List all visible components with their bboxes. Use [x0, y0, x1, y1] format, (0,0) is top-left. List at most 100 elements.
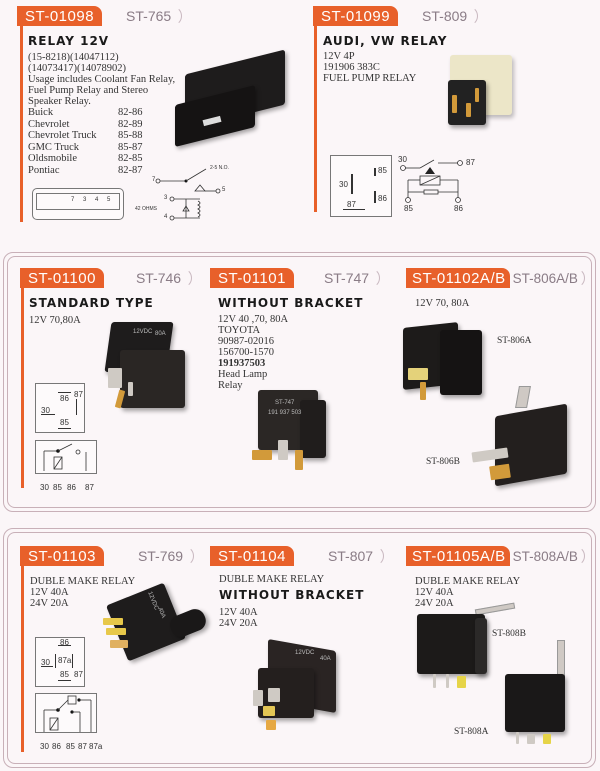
- accent-bar: [21, 566, 24, 752]
- terminal-label: 30: [398, 155, 407, 164]
- relay-pin: [446, 674, 449, 688]
- spec-line: 191906 383C: [323, 62, 380, 73]
- terminal-label: 85: [53, 483, 62, 492]
- alt-code: ST-806A/B: [510, 268, 585, 288]
- spec-line: (14073417)(14078902): [28, 63, 126, 74]
- pin-diagram: 86 87 30 85: [35, 383, 85, 433]
- alt-code: ST-769: [128, 546, 195, 566]
- spec-line: 12V 70,80A: [29, 315, 81, 326]
- relay-pin: [433, 674, 436, 688]
- spec-line: Head Lamp: [218, 369, 268, 380]
- relay-pin: [252, 450, 272, 460]
- relay-marking: 40A: [320, 656, 331, 662]
- relay-pin: [489, 463, 511, 481]
- product-panel-middle-inner: [7, 256, 592, 508]
- relay-pin: [253, 690, 263, 706]
- terminal-label: 86: [52, 742, 61, 751]
- spec-line: 12V 40A: [219, 607, 258, 618]
- relay-image-808a: [505, 674, 565, 732]
- alt-code: ST-746: [126, 268, 193, 288]
- relay-pin: [408, 368, 428, 380]
- spec-line: Relay: [218, 380, 243, 391]
- spec-line: 12V 40A: [415, 587, 454, 598]
- relay-schematic: [155, 168, 221, 221]
- relay-pin: [278, 440, 288, 460]
- relay-pin: [543, 734, 551, 744]
- product-title: WITHOUT BRACKET: [218, 296, 364, 310]
- product-panel-bottom: [3, 528, 596, 768]
- relay-pin: [128, 382, 133, 396]
- variant-label: ST-808B: [492, 629, 526, 639]
- product-code: ST-01100: [20, 268, 104, 288]
- product-tab-st-01100: ST-01100 ST-746: [20, 268, 193, 288]
- alt-code: ST-808A/B: [510, 546, 585, 566]
- relay-pin: [295, 450, 303, 470]
- relay-pin: [420, 382, 426, 400]
- spec-line: 191937503: [218, 358, 266, 369]
- alt-code: ST-807: [318, 546, 385, 566]
- relay-image-806a-side: [440, 330, 482, 395]
- relay-pin: [108, 368, 122, 388]
- relay-pin: [457, 676, 466, 688]
- terminal-label: 87: [466, 158, 475, 167]
- product-tab-st-01098: ST-01098 ST-765: [17, 6, 183, 26]
- spec-line: Usage includes Coolant Fan Relay,: [28, 74, 176, 85]
- product-code: ST-01099: [313, 6, 399, 26]
- switch-label: 2-5 N.O.: [210, 165, 229, 171]
- product-code: ST-01101: [210, 268, 294, 288]
- relay-pin: [110, 640, 128, 648]
- terminal-label: 86: [67, 483, 76, 492]
- spec-line: Speaker Relay.: [28, 96, 91, 107]
- terminal-label: 85: [66, 742, 75, 751]
- terminal-label: 7: [152, 177, 156, 183]
- relay-marking: ST-747: [275, 400, 295, 406]
- relay-marking: 191 937 503: [268, 410, 302, 416]
- variant-label: ST-806A: [497, 336, 532, 346]
- product-title: RELAY 12V: [28, 34, 110, 48]
- product-panel-bottom-inner: [7, 532, 592, 764]
- product-tab-st-01104: ST-01104 ST-807: [210, 546, 385, 566]
- product-title: AUDI, VW RELAY: [323, 34, 448, 48]
- relay-pin: [266, 720, 276, 730]
- relay-pin: [268, 688, 280, 702]
- spec-line: 12V 40 ,70, 80A: [218, 314, 289, 325]
- product-title: STANDARD TYPE: [29, 296, 154, 310]
- spec-line: 12V 70, 80A: [415, 298, 470, 309]
- terminal-label: 5: [222, 187, 226, 193]
- terminal-label: 87: [85, 483, 94, 492]
- spec-line: FUEL PUMP RELAY: [323, 73, 417, 84]
- relay-marking: 80A: [155, 331, 166, 337]
- pin-diagram: 86 30 87a 87 85: [35, 637, 85, 687]
- spec-line: Fuel Pump Relay and Stereo: [28, 85, 149, 96]
- product-code: ST-01105A/B: [406, 546, 510, 566]
- terminal-label: 86: [454, 204, 463, 213]
- terminal-label: 87a: [89, 742, 103, 751]
- spec-line: 12V 40A: [30, 587, 69, 598]
- product-tab-st-01103: ST-01103 ST-769: [20, 546, 195, 566]
- alt-code: ST-747: [314, 268, 381, 288]
- relay-pin: [263, 706, 275, 716]
- connector-diagram: 7 3 4 5: [32, 188, 124, 220]
- relay-schematic: [35, 440, 97, 474]
- relay-image-808b-side: [475, 618, 487, 674]
- terminal-label: 30: [40, 483, 49, 492]
- product-tab-st-01101: ST-01101 ST-747: [210, 268, 381, 288]
- relay-pin: [466, 103, 471, 117]
- product-code: ST-01102A/B: [406, 268, 510, 288]
- relay-pin: [475, 88, 479, 102]
- accent-bar: [21, 288, 24, 488]
- spec-line: 12V 4P: [323, 51, 355, 62]
- variant-label: ST-806B: [426, 457, 460, 467]
- spec-line: 90987-02016: [218, 336, 274, 347]
- accent-bar: [314, 26, 317, 212]
- spec-line: (15-8218)(14047112): [28, 52, 119, 63]
- terminal-label: 85: [404, 204, 413, 213]
- alt-code: ST-809: [412, 6, 479, 26]
- spec-line: 156700-1570: [218, 347, 274, 358]
